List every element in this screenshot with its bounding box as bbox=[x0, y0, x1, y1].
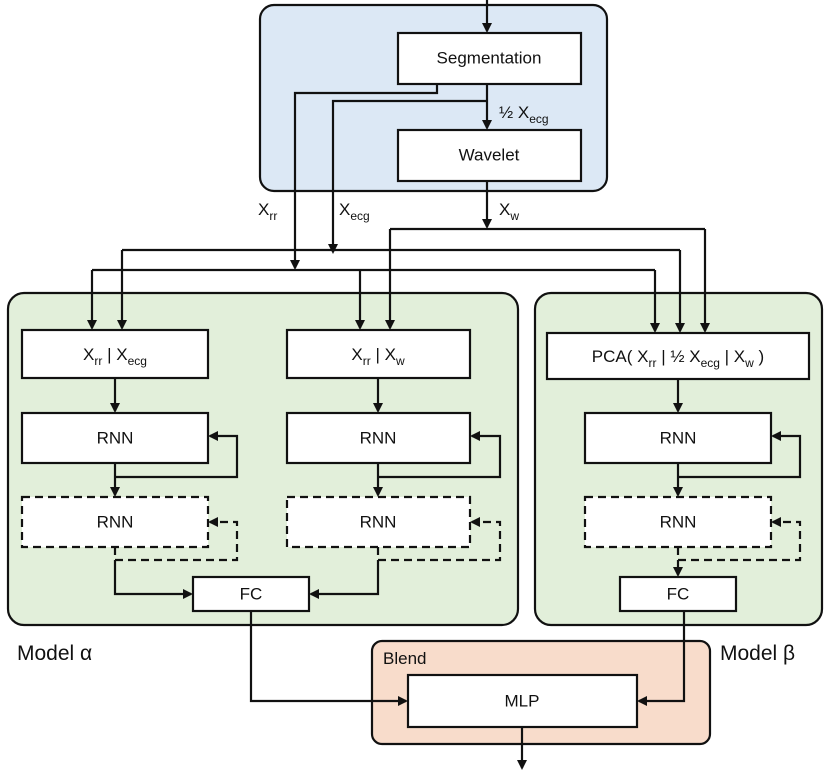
recurrent-loop-alpha-1 bbox=[115, 431, 239, 479]
alpha-rnn-2-optional-label: RNN bbox=[360, 512, 397, 531]
alpha-input-2-label: Xrr​ | Xw​ bbox=[351, 345, 405, 368]
blend-label: Blend bbox=[383, 649, 426, 668]
beta-rnn-label: RNN bbox=[660, 428, 697, 447]
alpha-rnn-1-optional-label: RNN bbox=[97, 512, 134, 531]
beta-rnn-optional-label: RNN bbox=[660, 512, 697, 531]
alpha-rnn-1-label: RNN bbox=[97, 428, 134, 447]
alpha-rnn-2-label: RNN bbox=[360, 428, 397, 447]
recurrent-loop-beta bbox=[678, 431, 802, 479]
segmentation-label: Segmentation bbox=[437, 48, 542, 67]
edge-label-x-w: Xw​ bbox=[499, 200, 519, 223]
mlp-label: MLP bbox=[505, 691, 540, 710]
edge-label-x-rr: Xrr​ bbox=[258, 200, 277, 223]
alpha-rnn-1-node bbox=[20, 411, 210, 465]
beta-input-node bbox=[545, 331, 811, 381]
edge-alpha-2-fc bbox=[309, 560, 380, 599]
model-alpha-label: Model α bbox=[17, 642, 92, 665]
edge-label-half-x-ecg: ½ Xecg​ bbox=[499, 103, 549, 126]
edge-alpha-fc-mlp bbox=[249, 611, 408, 706]
wavelet-label: Wavelet bbox=[459, 145, 520, 164]
alpha-input-1-label: Xrr​ | Xecg​ bbox=[83, 345, 147, 368]
edge-x-ecg bbox=[328, 99, 487, 254]
recurrent-loop-alpha-2 bbox=[378, 431, 502, 479]
alpha-rnn-2-node bbox=[285, 411, 472, 465]
alpha-fc-label: FC bbox=[240, 584, 263, 603]
recurrent-loop-beta-optional bbox=[676, 517, 802, 562]
beta-fc-label: FC bbox=[667, 584, 690, 603]
beta-input-label: PCA( Xrr​ | ½ Xecg​ | Xw​ ) bbox=[592, 347, 764, 370]
edge-alpha-1-fc bbox=[113, 560, 193, 599]
model-beta-label: Model β bbox=[720, 642, 795, 665]
beta-fc-node bbox=[618, 575, 738, 613]
recurrent-loop-alpha-1-optional bbox=[113, 517, 239, 562]
segmentation-node bbox=[396, 31, 583, 86]
recurrent-loop-alpha-2-optional bbox=[376, 517, 502, 562]
wavelet-node bbox=[396, 128, 583, 183]
edge-label-x-ecg: Xecg​ bbox=[339, 200, 370, 223]
edge-beta-fc-mlp bbox=[637, 611, 686, 706]
edge-x-rr bbox=[290, 84, 439, 270]
